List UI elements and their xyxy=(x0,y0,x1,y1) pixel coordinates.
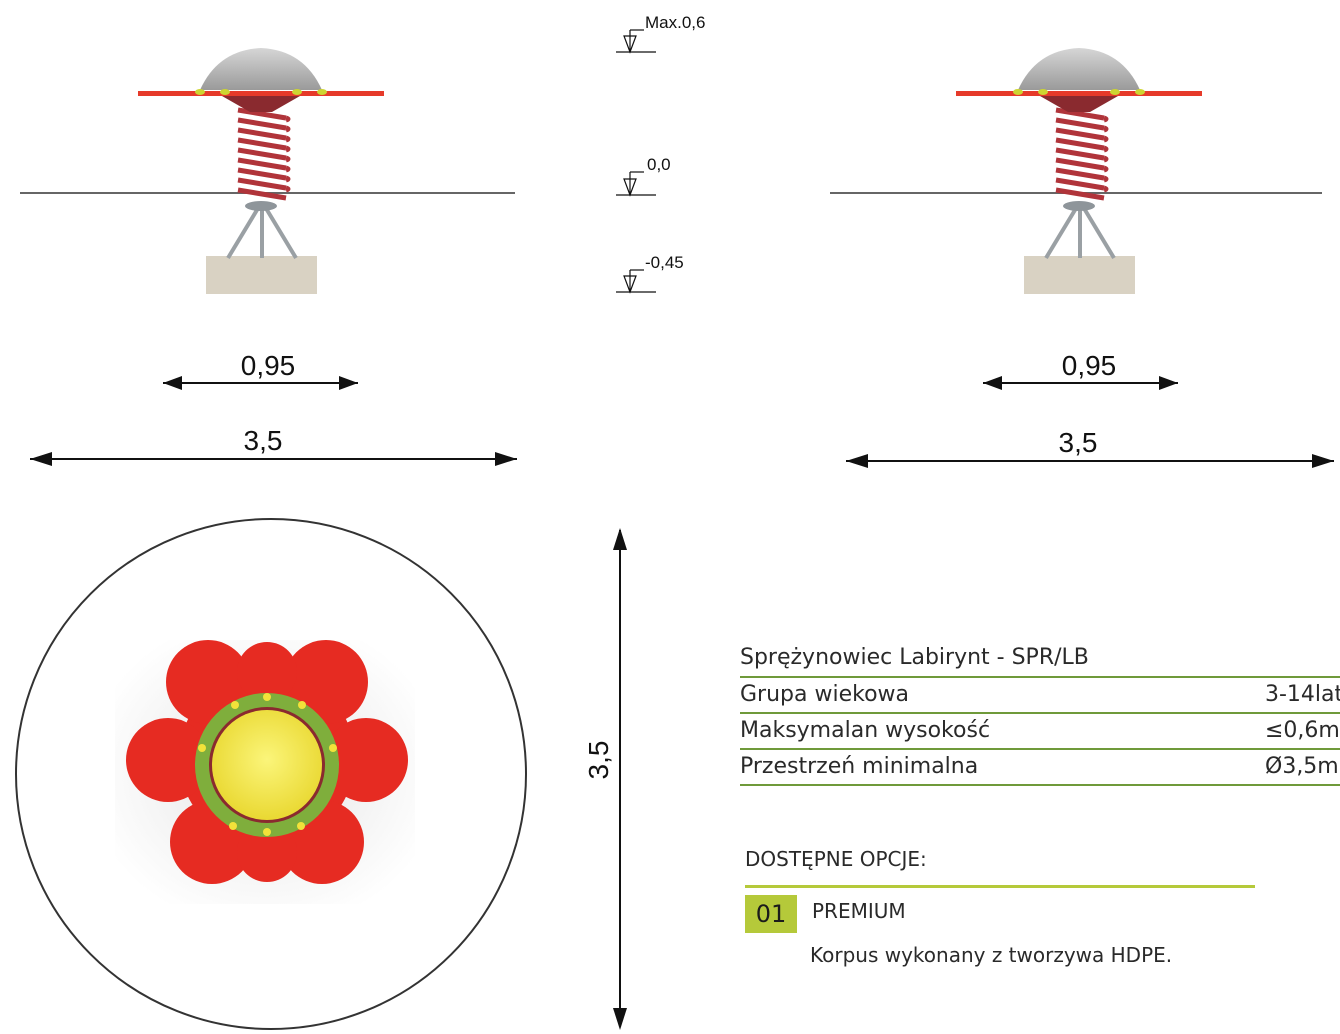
right-width-large-label: 3,5 xyxy=(1059,427,1098,458)
bolt xyxy=(220,89,230,95)
bolt xyxy=(195,89,205,95)
anchor-legs xyxy=(1044,203,1116,260)
dimension-arrow xyxy=(163,376,358,390)
plan-view xyxy=(15,518,527,1030)
spec-label: Maksymalan wysokość xyxy=(740,718,991,743)
concrete-foundation xyxy=(206,256,317,294)
level-depth-label: -0,45 xyxy=(645,253,684,272)
options-heading: DOSTĘPNE OPCJE: xyxy=(745,847,927,871)
bolt xyxy=(263,693,271,701)
level-zero-label: 0,0 xyxy=(647,155,671,174)
dimension-arrow xyxy=(30,452,517,466)
anchor-legs xyxy=(226,203,298,260)
dimension-arrow xyxy=(983,376,1178,390)
dimension-arrow xyxy=(846,454,1334,468)
left-width-large-label: 3,5 xyxy=(244,425,283,456)
spec-row-space: Przestrzeń minimalna Ø3,5m xyxy=(740,750,1340,786)
spec-label: Przestrzeń minimalna xyxy=(740,754,979,779)
option-number-badge: 01 xyxy=(745,895,797,933)
spring-top-cup xyxy=(1040,96,1118,112)
bolt xyxy=(229,822,237,830)
product-spec-panel: Sprężynowiec Labirynt - SPR/LB Grupa wie… xyxy=(740,640,1340,786)
bolt xyxy=(198,744,206,752)
spec-value: 3-14lat xyxy=(1265,682,1340,707)
spec-value: ≤0,6m xyxy=(1265,718,1340,743)
spring xyxy=(1055,107,1109,201)
seat-top xyxy=(212,710,322,820)
bolt xyxy=(298,701,306,709)
bolt xyxy=(317,89,327,95)
spec-value: Ø3,5m xyxy=(1265,754,1339,779)
plan-vertical-label: 3,5 xyxy=(583,741,614,780)
bolt xyxy=(1013,89,1023,95)
spec-row-height: Maksymalan wysokość ≤0,6m xyxy=(740,714,1340,750)
left-width-small-label: 0,95 xyxy=(241,350,296,381)
spring xyxy=(237,107,291,201)
bolt xyxy=(1038,89,1048,95)
bolt xyxy=(329,744,337,752)
spec-label: Grupa wiekowa xyxy=(740,682,910,707)
bolt xyxy=(263,828,271,836)
level-marker-depth xyxy=(616,269,656,294)
bolt xyxy=(1110,89,1120,95)
dimension-arrow xyxy=(613,528,627,1030)
right-elevation xyxy=(830,48,1322,294)
safety-zone-circle xyxy=(15,518,527,1030)
level-marker-zero xyxy=(616,171,656,197)
product-title: Sprężynowiec Labirynt - SPR/LB xyxy=(740,640,1340,678)
option-name: PREMIUM xyxy=(812,899,906,923)
spring-base-plate xyxy=(1063,201,1095,211)
left-elevation xyxy=(20,48,515,294)
spec-row-age: Grupa wiekowa 3-14lat xyxy=(740,678,1340,714)
platform-edge xyxy=(956,91,1202,96)
level-max-label: Max.0,6 xyxy=(645,13,705,32)
concrete-foundation xyxy=(1024,256,1135,294)
bolt xyxy=(292,89,302,95)
level-marker-max xyxy=(616,29,656,54)
options-divider xyxy=(745,885,1255,888)
spring-base-plate xyxy=(245,201,277,211)
bolt xyxy=(1135,89,1145,95)
dome-seat xyxy=(1018,48,1140,90)
bolt xyxy=(297,822,305,830)
right-width-small-label: 0,95 xyxy=(1062,350,1117,381)
bolt xyxy=(231,701,239,709)
dome-seat xyxy=(200,48,322,90)
spring-top-cup xyxy=(222,96,300,112)
option-description: Korpus wykonany z tworzywa HDPE. xyxy=(810,943,1173,967)
platform-edge xyxy=(138,91,384,96)
